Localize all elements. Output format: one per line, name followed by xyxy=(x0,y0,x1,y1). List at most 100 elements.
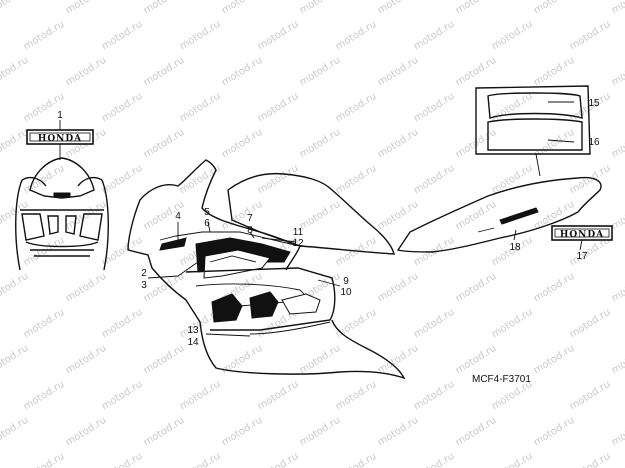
front-fairing xyxy=(15,157,109,271)
watermark-text: motod.ru xyxy=(22,451,67,468)
watermark-text: motod.ru xyxy=(610,415,625,449)
callout-2: 2 xyxy=(141,268,147,279)
watermark-text: motod.ru xyxy=(532,343,577,377)
watermark-text: motod.ru xyxy=(64,415,109,449)
watermark-text: motod.ru xyxy=(142,0,187,17)
watermark-text: motod.ru xyxy=(532,127,577,161)
watermark-text: motod.ru xyxy=(334,163,379,197)
watermark-text: motod.ru xyxy=(220,55,265,89)
watermark-text: motod.ru xyxy=(412,19,457,53)
watermark-text: motod.ru xyxy=(490,451,535,468)
watermark-text: motod.ru xyxy=(22,379,67,413)
callout-15: 15 xyxy=(588,98,600,109)
watermark-text: motod.ru xyxy=(100,451,145,468)
callout-4: 4 xyxy=(175,211,181,222)
watermark-text: motod.ru xyxy=(376,343,421,377)
part-code-label: MCF4-F3701 xyxy=(472,374,531,385)
watermark-text: motod.ru xyxy=(100,307,145,341)
watermark-text: motod.ru xyxy=(454,415,499,449)
watermark-text: motod.ru xyxy=(256,163,301,197)
watermark-text: motod.ru xyxy=(22,163,67,197)
watermark-text: motod.ru xyxy=(142,343,187,377)
watermark-text: motod.ru xyxy=(64,271,109,305)
watermark-text: motod.ru xyxy=(454,0,499,17)
watermark-text: motod.ru xyxy=(64,343,109,377)
callout-13: 13 xyxy=(187,325,199,336)
watermark-text: motod.ru xyxy=(610,0,625,17)
watermark-text: motod.ru xyxy=(568,307,613,341)
watermark-text: motod.ru xyxy=(454,55,499,89)
watermark-text: motod.ru xyxy=(610,127,625,161)
callout-9: 9 xyxy=(343,276,349,287)
callout-10: 10 xyxy=(340,287,352,298)
watermark-text: motod.ru xyxy=(220,127,265,161)
callout-8: 8 xyxy=(247,225,253,236)
watermark-text: motod.ru xyxy=(376,127,421,161)
watermark-text: motod.ru xyxy=(334,379,379,413)
callout-14: 14 xyxy=(187,337,199,348)
watermark-text: motod.ru xyxy=(22,19,67,53)
callout-17: 17 xyxy=(576,251,588,262)
watermark-text: motod.ru xyxy=(142,55,187,89)
watermark-text: motod.ru xyxy=(568,451,613,468)
watermark-text: motod.ru xyxy=(532,415,577,449)
watermark-text: motod.ru xyxy=(298,55,343,89)
watermark-text: motod.ru xyxy=(490,19,535,53)
tail-cowl xyxy=(396,176,602,253)
watermark-text: motod.ru xyxy=(64,0,109,17)
watermark-text: motod.ru xyxy=(64,55,109,89)
watermark-text: motod.ru xyxy=(610,271,625,305)
callout-6: 6 xyxy=(204,218,210,229)
watermark-text: motod.ru xyxy=(376,415,421,449)
fuel-tank xyxy=(227,172,395,255)
watermark-text: motod.ru xyxy=(298,199,343,233)
watermark-text: motod.ru xyxy=(490,163,535,197)
watermark-text: motod.ru xyxy=(412,163,457,197)
callout-18: 18 xyxy=(509,242,521,253)
watermark-text: motod.ru xyxy=(100,91,145,125)
watermark-text: motod.ru xyxy=(412,451,457,468)
watermark-text: motod.ru xyxy=(256,451,301,468)
callout-16: 16 xyxy=(588,137,600,148)
watermark-text: motod.ru xyxy=(454,199,499,233)
watermark-text: motod.ru xyxy=(100,163,145,197)
leader-lines xyxy=(59,101,583,337)
watermark-text: motod.ru xyxy=(256,91,301,125)
watermark-text: motod.ru xyxy=(298,0,343,17)
callout-12: 12 xyxy=(292,238,304,249)
seat xyxy=(475,85,591,155)
callout-7: 7 xyxy=(247,213,253,224)
side-fairing xyxy=(127,159,406,380)
watermark-text: motod.ru xyxy=(220,0,265,17)
watermark-text: motod.ru xyxy=(0,0,30,17)
watermark-text: motod.ru xyxy=(178,451,223,468)
watermark-text: motod.ru xyxy=(100,19,145,53)
front-emblem-text: HONDA xyxy=(38,134,82,144)
watermark-text: motod.ru xyxy=(142,127,187,161)
watermark-text: motod.ru xyxy=(0,343,30,377)
watermark-text: motod.ru xyxy=(178,91,223,125)
watermark-text: motod.ru xyxy=(178,379,223,413)
watermark-text: motod.ru xyxy=(610,55,625,89)
watermark-text: motod.ru xyxy=(412,307,457,341)
watermark-text: motod.ru xyxy=(100,379,145,413)
callout-5: 5 xyxy=(204,207,210,218)
callouts: 1 2 3 4 5 6 7 8 9 10 11 12 13 14 15 16 1… xyxy=(57,98,600,348)
watermark-text: motod.ru xyxy=(610,343,625,377)
watermark-text: motod.ru xyxy=(376,199,421,233)
watermark-text: motod.ru xyxy=(454,343,499,377)
watermark-text: motod.ru xyxy=(22,307,67,341)
watermark-text: motod.ru xyxy=(412,91,457,125)
watermark-text: motod.ru xyxy=(298,415,343,449)
watermark-text: motod.ru xyxy=(532,55,577,89)
watermark-text: motod.ru xyxy=(334,307,379,341)
watermark-text: motod.ru xyxy=(412,379,457,413)
watermark-text: motod.ru xyxy=(220,415,265,449)
watermark-text: motod.ru xyxy=(334,19,379,53)
watermark-text: motod.ru xyxy=(0,415,30,449)
watermark-text: motod.ru xyxy=(0,271,30,305)
watermark-text: motod.ru xyxy=(0,55,30,89)
